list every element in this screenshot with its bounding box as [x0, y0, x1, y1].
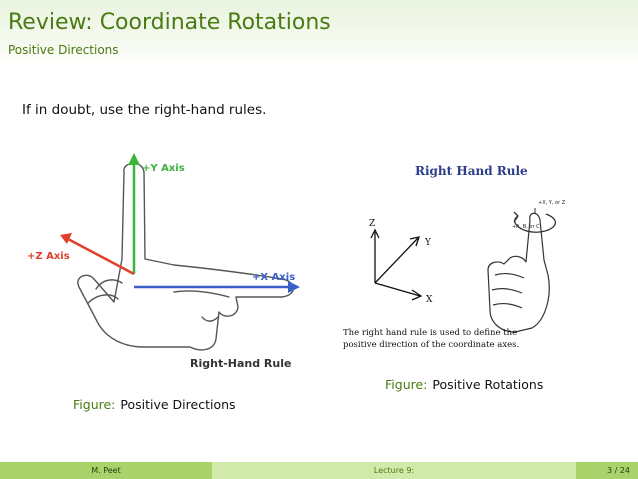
rotation-angle-label: +A, B, or C — [512, 224, 540, 230]
rhr-heading: Right Hand Rule — [415, 164, 528, 178]
y-axis-label: +Y Axis — [142, 163, 185, 174]
coordinate-axes — [370, 228, 423, 301]
right-hand-rule-rotation-figure: Right Hand Rule Z Y X +X, Y, or Z +A, B,… — [343, 164, 566, 350]
body-text: If in doubt, use the right-hand rules. — [22, 102, 267, 118]
rotation-hand — [487, 211, 556, 333]
rhr-description-line2: positive direction of the coordinate axe… — [343, 340, 519, 350]
figure-caption-right: Figure: Positive Rotations — [385, 377, 543, 392]
footer-lecture: Lecture 9: — [212, 462, 576, 479]
slide-header: Review: Coordinate Rotations Positive Di… — [0, 0, 638, 66]
caption-text: Positive Directions — [120, 397, 236, 412]
axis-x-label: X — [426, 295, 433, 305]
x-axis: +X Axis — [134, 272, 300, 293]
slide-title: Review: Coordinate Rotations — [8, 10, 331, 35]
z-axis: +Z Axis — [27, 233, 135, 276]
figure-caption-left: Figure: Positive Directions — [73, 397, 236, 412]
caption-prefix: Figure: — [73, 397, 116, 412]
z-axis-label: +Z Axis — [27, 251, 70, 262]
rhr-description-line1: The right hand rule is used to define th… — [343, 328, 517, 338]
caption-text: Positive Rotations — [432, 377, 544, 392]
x-axis-label: +X Axis — [252, 272, 295, 283]
y-axis: +Y Axis — [128, 153, 185, 274]
footer-author: M. Peet — [0, 462, 212, 479]
caption-prefix: Figure: — [385, 377, 428, 392]
slide-footer: M. Peet Lecture 9: 3 / 24 — [0, 462, 638, 479]
page-number: 3 / 24 — [606, 466, 630, 475]
axis-z-label: Z — [369, 219, 375, 229]
axis-y-label: Y — [424, 238, 432, 248]
footer-page-number: 3 / 24 — [576, 462, 638, 479]
right-hand-axes-figure: +Y Axis +Z Axis +X Axis Right-Hand Rule — [27, 153, 300, 370]
hand-drawing — [77, 162, 294, 351]
rotation-axis-label: +X, Y, or Z — [538, 200, 566, 206]
slide-subtitle: Positive Directions — [8, 43, 119, 57]
hand-rule-label: Right-Hand Rule — [190, 357, 291, 370]
